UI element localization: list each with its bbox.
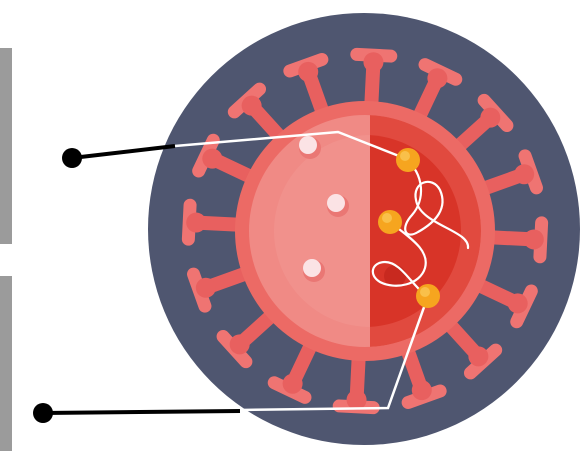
surface-dot [303,259,321,277]
surface-dot [299,136,317,154]
leader-line-lower [43,411,240,413]
rna-node-icon [378,210,402,234]
pointer-dot-icon [33,403,53,423]
rna-node-icon [416,284,440,308]
leader-line-upper [72,146,175,158]
surface-dot-shadow [384,265,406,287]
rna-node-icon [396,148,420,172]
pointer-dot-icon [62,148,82,168]
surface-dot [327,194,345,212]
